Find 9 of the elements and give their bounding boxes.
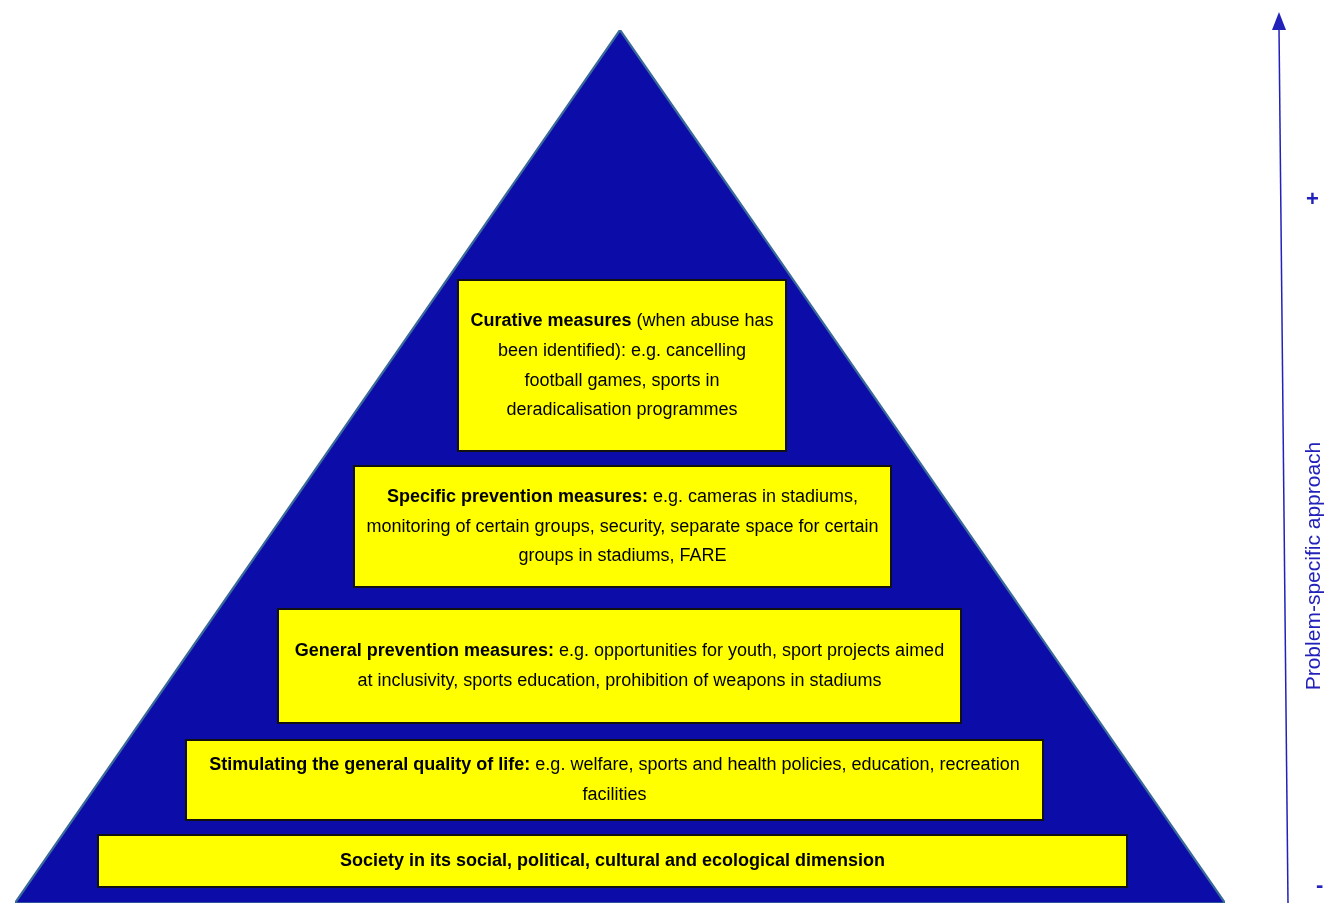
pyramid-shape bbox=[15, 30, 1225, 903]
minus-sign: - bbox=[1316, 872, 1324, 898]
measure-box: Society in its social, political, cultural and ecological dimension bbox=[97, 834, 1128, 888]
measure-box: General prevention measures: e.g. opportunities for youth, sport projects aimed at inclusivity, sports education, prohibition of weapons in stadiums bbox=[277, 608, 962, 724]
measure-box: Stimulating the general quality of life: e.g. welfare, sports and health policies, education, recreation facilities bbox=[185, 739, 1044, 821]
plus-sign: + bbox=[1306, 186, 1319, 212]
axis-label: Problem-specific approach bbox=[1301, 441, 1325, 691]
measure-box: Curative measures (when abuse has been identified): e.g. cancelling football games, sports in deradicalisation programmes bbox=[457, 279, 787, 452]
measure-box: Specific prevention measures: e.g. cameras in stadiums, monitoring of certain groups, security, separate space for certain groups in stadiums, FARE bbox=[353, 465, 892, 588]
